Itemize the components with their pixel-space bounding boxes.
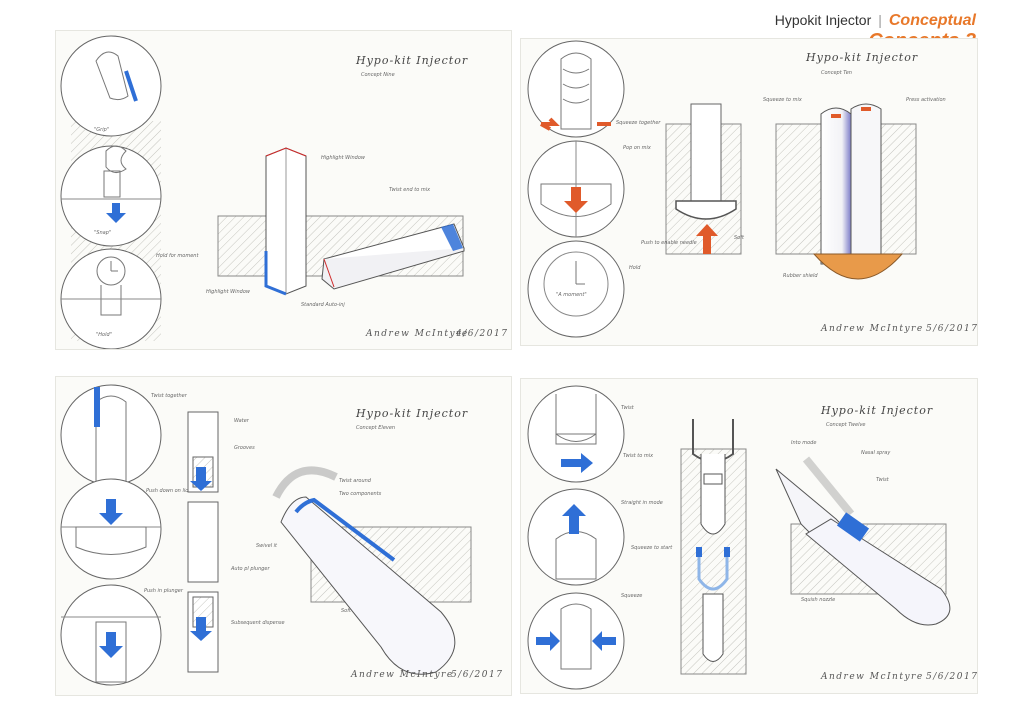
sheet-subtitle: Concept Twelve [826,422,866,428]
sheet-subtitle: Concept Nine [361,72,395,78]
step-circle [527,488,625,586]
sheet-date: 4/6/2017 [455,329,508,339]
signature: Andrew McIntyre [820,324,924,334]
sheet-title: Hypo-kit Injector [355,407,468,420]
concept-sketch-1: "Grip" "Snap" Hold for moment "Hold" Hyp… [60,35,508,349]
label-highlight-top: Highlight Window [321,155,366,161]
concept-sheet-1: "Grip" "Snap" Hold for moment "Hold" Hyp… [55,30,512,350]
sheet-date: 5/6/2017 [926,324,977,334]
signature: Andrew McIntyre [365,329,469,339]
signature: Andrew McIntyre [350,670,454,680]
header-accent: Conceptual [888,12,976,29]
step-circle [60,35,162,137]
label-twist-1: Twist [621,405,635,411]
concept-sheet-3: Hypo-kit Injector Concept Eleven Twist t… [55,376,512,696]
label-swivel: Swivel it [256,543,278,549]
concept-sheet-2: Hypo-kit Injector Concept Ten Squeeze to… [520,38,978,346]
label-rubber-shield: Rubber shield [783,273,818,279]
label-pop-mix: Pop on mix [623,145,651,151]
label-auto-plunger: Auto pl plunger [230,566,271,572]
sheet-title: Hypo-kit Injector [820,404,933,417]
label-grooves: Grooves [234,445,255,451]
step-circle [527,592,625,690]
label-hold: "Hold" [96,332,112,338]
step-circle [60,478,162,580]
step-circle [60,145,162,247]
label-grip: "Grip" [94,127,109,133]
label-subsequent: Subsequent dispense [231,620,285,626]
step-circle [527,240,625,338]
label-soft: Soft [341,608,352,614]
label-squeeze-together: Squeeze together [616,120,661,126]
sheet-date: 5/6/2017 [926,672,977,682]
header-separator: | [878,12,882,28]
product-name: Hypokit Injector [774,12,872,28]
step-circle [60,384,162,486]
label-squish-nozzle: Squish nozzle [801,597,835,603]
label-moment: "A moment" [556,292,587,298]
label-standard-auto: Standard Auto-inj [301,302,345,308]
concept-sketch-4: Hypo-kit Injector Concept Twelve Twist T… [527,385,977,690]
label-push-plunger: Push in plunger [144,588,184,594]
label-hold-moment: Hold for moment [156,253,199,259]
concept-sketch-3: Hypo-kit Injector Concept Eleven Twist t… [60,384,503,686]
label-push-needle: Push to enable needle [641,240,697,246]
label-twist-2: Twist [876,477,890,483]
label-twist-together: Twist together [151,393,188,399]
label-snap: "Snap" [94,230,111,236]
sheet-title: Hypo-kit Injector [805,51,918,64]
signature: Andrew McIntyre [820,672,924,682]
label-squeeze-start: Squeeze to start [631,545,673,551]
label-twist-mix: Twist to mix [623,453,653,459]
sheet-title: Hypo-kit Injector [355,54,468,67]
label-squeeze: Squeeze [621,593,642,599]
concept-sheet-4: Hypo-kit Injector Concept Twelve Twist T… [520,378,978,694]
label-straight: Straight in mode [621,500,663,506]
label-two-components: Two components [339,491,382,497]
label-twist-around: Twist around [339,478,372,484]
sheet-subtitle: Concept Eleven [356,425,395,431]
label-water: Water [234,418,250,424]
step-circle [527,40,625,138]
sheet-date: 5/6/2017 [451,670,503,680]
concept-sketch-2: Hypo-kit Injector Concept Ten Squeeze to… [527,40,977,338]
label-squeeze-mix: Squeeze to mix [763,97,802,103]
label-push-lid: Push down on lid [146,488,189,494]
label-into-mode: Into mode [791,440,816,446]
header-title-line: Hypokit Injector | Conceptual [775,12,976,30]
label-highlight-bottom: Highlight Window [206,289,251,295]
label-soft: Soft [734,235,745,241]
label-press-activation: Press activation [906,97,946,103]
sheet-subtitle: Concept Ten [821,70,852,76]
label-twist-end: Twist end to mix [389,187,430,193]
label-nasal-spray: Nasal spray [861,450,891,456]
label-hold: Hold [629,265,641,271]
